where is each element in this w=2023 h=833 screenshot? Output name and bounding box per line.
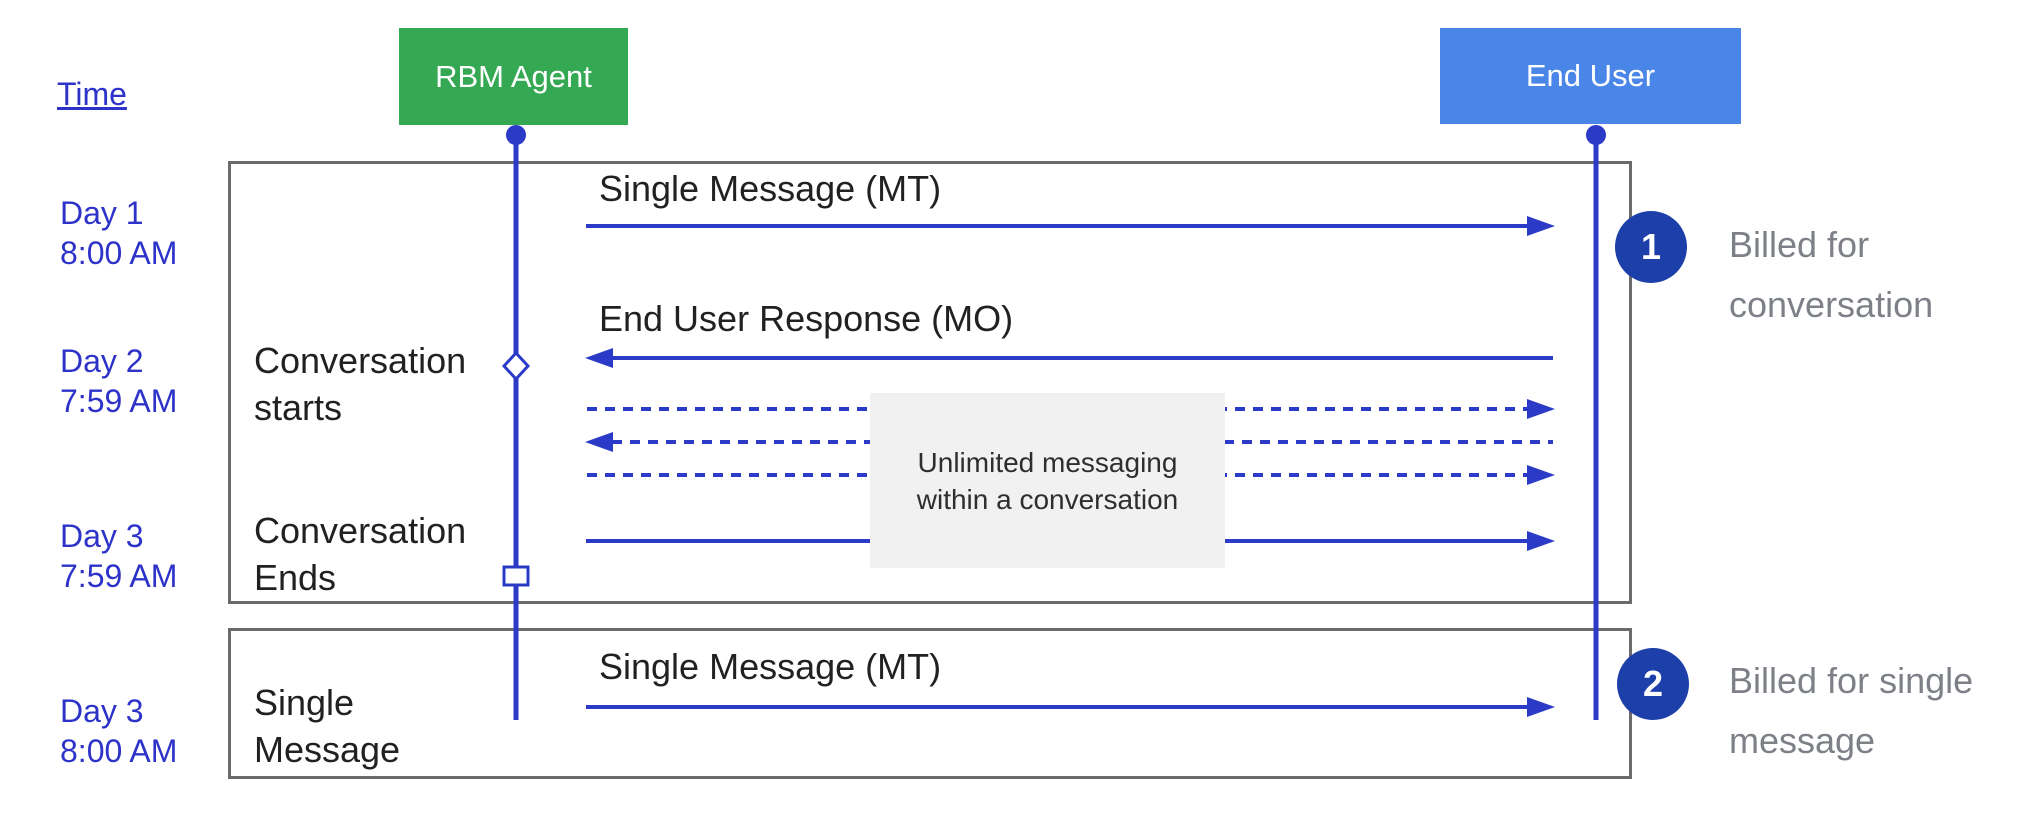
- time-tick-time: 7:59 AM: [60, 383, 178, 419]
- time-tick-day: Day 1: [60, 195, 144, 231]
- time-tick-time: 7:59 AM: [60, 558, 178, 594]
- message-label-single-message-mt: Single Message (MT): [599, 168, 942, 209]
- rbm-agent-lifeline: [506, 125, 526, 720]
- billed-for-conversation-label: Billed for conversation: [1729, 224, 1934, 325]
- note-line: Unlimited messaging: [917, 446, 1178, 478]
- actor-end-user-label: End User: [1525, 58, 1656, 93]
- time-tick-day: Day 3: [60, 518, 144, 554]
- billing-badge-1: 1: [1615, 211, 1687, 283]
- time-tick-day: Day 3: [60, 693, 144, 729]
- billing-badge-2: 2: [1617, 648, 1689, 720]
- arrow-end-user-response-mo: [585, 348, 1553, 368]
- actor-rbm-agent: RBM Agent: [399, 28, 628, 125]
- time-tick-day3-early: Day 3 7:59 AM: [60, 516, 177, 596]
- message-label-single-message-mt-2: Single Message (MT): [599, 646, 942, 687]
- time-tick-day2: Day 2 7:59 AM: [60, 341, 177, 421]
- time-tick-day1: Day 1 8:00 AM: [60, 193, 177, 273]
- conversation-frame: [228, 161, 1632, 604]
- conversation-ends-label: Conversation Ends: [254, 510, 467, 598]
- billed-for-single-message-label: Billed for single message: [1729, 660, 1974, 761]
- time-tick-day3-late: Day 3 8:00 AM: [60, 691, 177, 771]
- arrowhead-right-icon: [1527, 531, 1555, 551]
- arrow-single-message-mt: [586, 216, 1555, 236]
- arrowhead-right-icon: [1527, 399, 1555, 419]
- arrowhead-right-icon: [1527, 697, 1555, 717]
- conversation-start-diamond-icon: [501, 350, 531, 382]
- unlimited-messaging-note: Unlimited messaging within a conversatio…: [870, 393, 1225, 568]
- arrowhead-left-icon: [585, 432, 613, 452]
- single-message-label: Single Message: [254, 682, 401, 770]
- conversation-end-square-icon: [502, 565, 530, 587]
- arrow-single-message-mt-2: [586, 697, 1555, 717]
- actor-end-user: End User: [1440, 28, 1741, 124]
- note-line: within a conversation: [916, 483, 1179, 515]
- actor-rbm-agent-label: RBM Agent: [435, 58, 592, 94]
- conversation-starts-label: Conversation starts: [254, 340, 467, 428]
- arrowhead-left-icon: [585, 348, 613, 368]
- time-axis-label: Time: [57, 76, 127, 112]
- time-tick-time: 8:00 AM: [60, 733, 178, 769]
- message-label-end-user-response-mo: End User Response (MO): [599, 298, 1014, 339]
- end-user-lifeline: [1586, 125, 1606, 720]
- arrowhead-right-icon: [1527, 465, 1555, 485]
- arrowhead-right-icon: [1527, 216, 1555, 236]
- time-tick-day: Day 2: [60, 343, 144, 379]
- time-tick-time: 8:00 AM: [60, 235, 178, 271]
